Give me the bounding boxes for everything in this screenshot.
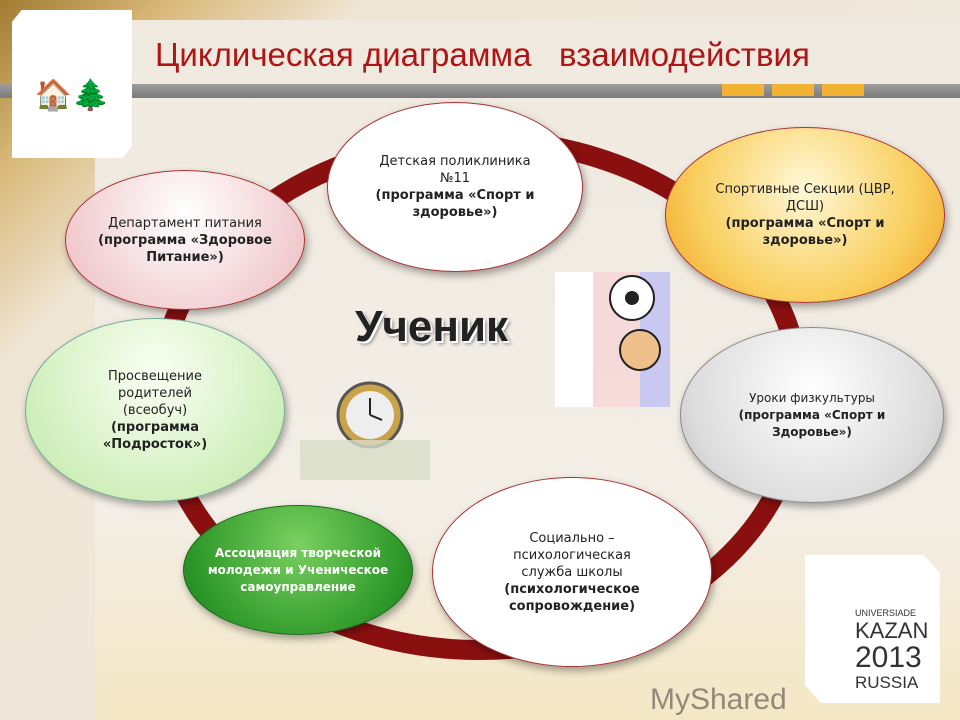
logo-line: 2013 (855, 641, 922, 674)
node-nutrition: Департамент питания(программа «Здоровое … (65, 170, 305, 310)
band-accent (722, 84, 764, 96)
node-text: Детская поликлиника №11 (379, 154, 531, 186)
node-polyclinic: Детская поликлиника №11(программа «Спорт… (327, 102, 583, 272)
slide-title: Циклическая диаграмма взаимодействия (155, 36, 810, 73)
node-text: Департамент питания (108, 215, 262, 231)
node-program: (программа «Подросток») (102, 419, 208, 452)
logo-line: KAZAN (855, 618, 929, 643)
node-program: (программа «Спорт и Здоровье») (738, 407, 886, 439)
center-label: Ученик (355, 302, 509, 351)
logo-line: RUSSIA (855, 673, 919, 692)
node-text: Просвещение родителей (всеобуч) (108, 368, 202, 418)
money-calculator-image (300, 440, 430, 480)
node-program: (программа «Спорт и здоровье») (725, 216, 885, 248)
node-program: Ассоциация творческой молодежи и Учениче… (207, 545, 389, 594)
band-accent (822, 84, 864, 96)
node-program: (программа «Спорт и здоровье») (375, 188, 535, 220)
watermark: MyShared (650, 683, 787, 716)
node-psych-service: Социально – психологическая служба школы… (432, 477, 712, 667)
logo-line: UNIVERSIADE (855, 608, 917, 618)
node-youth-association: Ассоциация творческой молодежи и Учениче… (183, 505, 413, 635)
node-program: (психологическое сопровождение) (504, 581, 640, 614)
sport-year-logo: 🏠🌲 (12, 10, 132, 158)
flag-stripe (555, 272, 593, 407)
node-text: Социально – психологическая служба школы (513, 530, 631, 580)
node-sport-sections: Спортивные Секции (ЦВР, ДСШ)(программа «… (665, 127, 945, 303)
band-accent (772, 84, 814, 96)
player-icon (619, 329, 661, 371)
universiade-logo: UNIVERSIADE KAZAN 2013 RUSSIA (805, 555, 940, 703)
node-pe-lessons: Уроки физкультуры (программа «Спорт и Здо… (680, 327, 944, 503)
header-band (0, 84, 960, 98)
node-text: Уроки физкультуры (749, 390, 875, 405)
node-program: (программа «Здоровое Питание») (98, 232, 272, 265)
node-text: Спортивные Секции (ЦВР, ДСШ) (715, 182, 895, 214)
node-parents-education: Просвещение родителей (всеобуч)(программ… (25, 318, 285, 502)
